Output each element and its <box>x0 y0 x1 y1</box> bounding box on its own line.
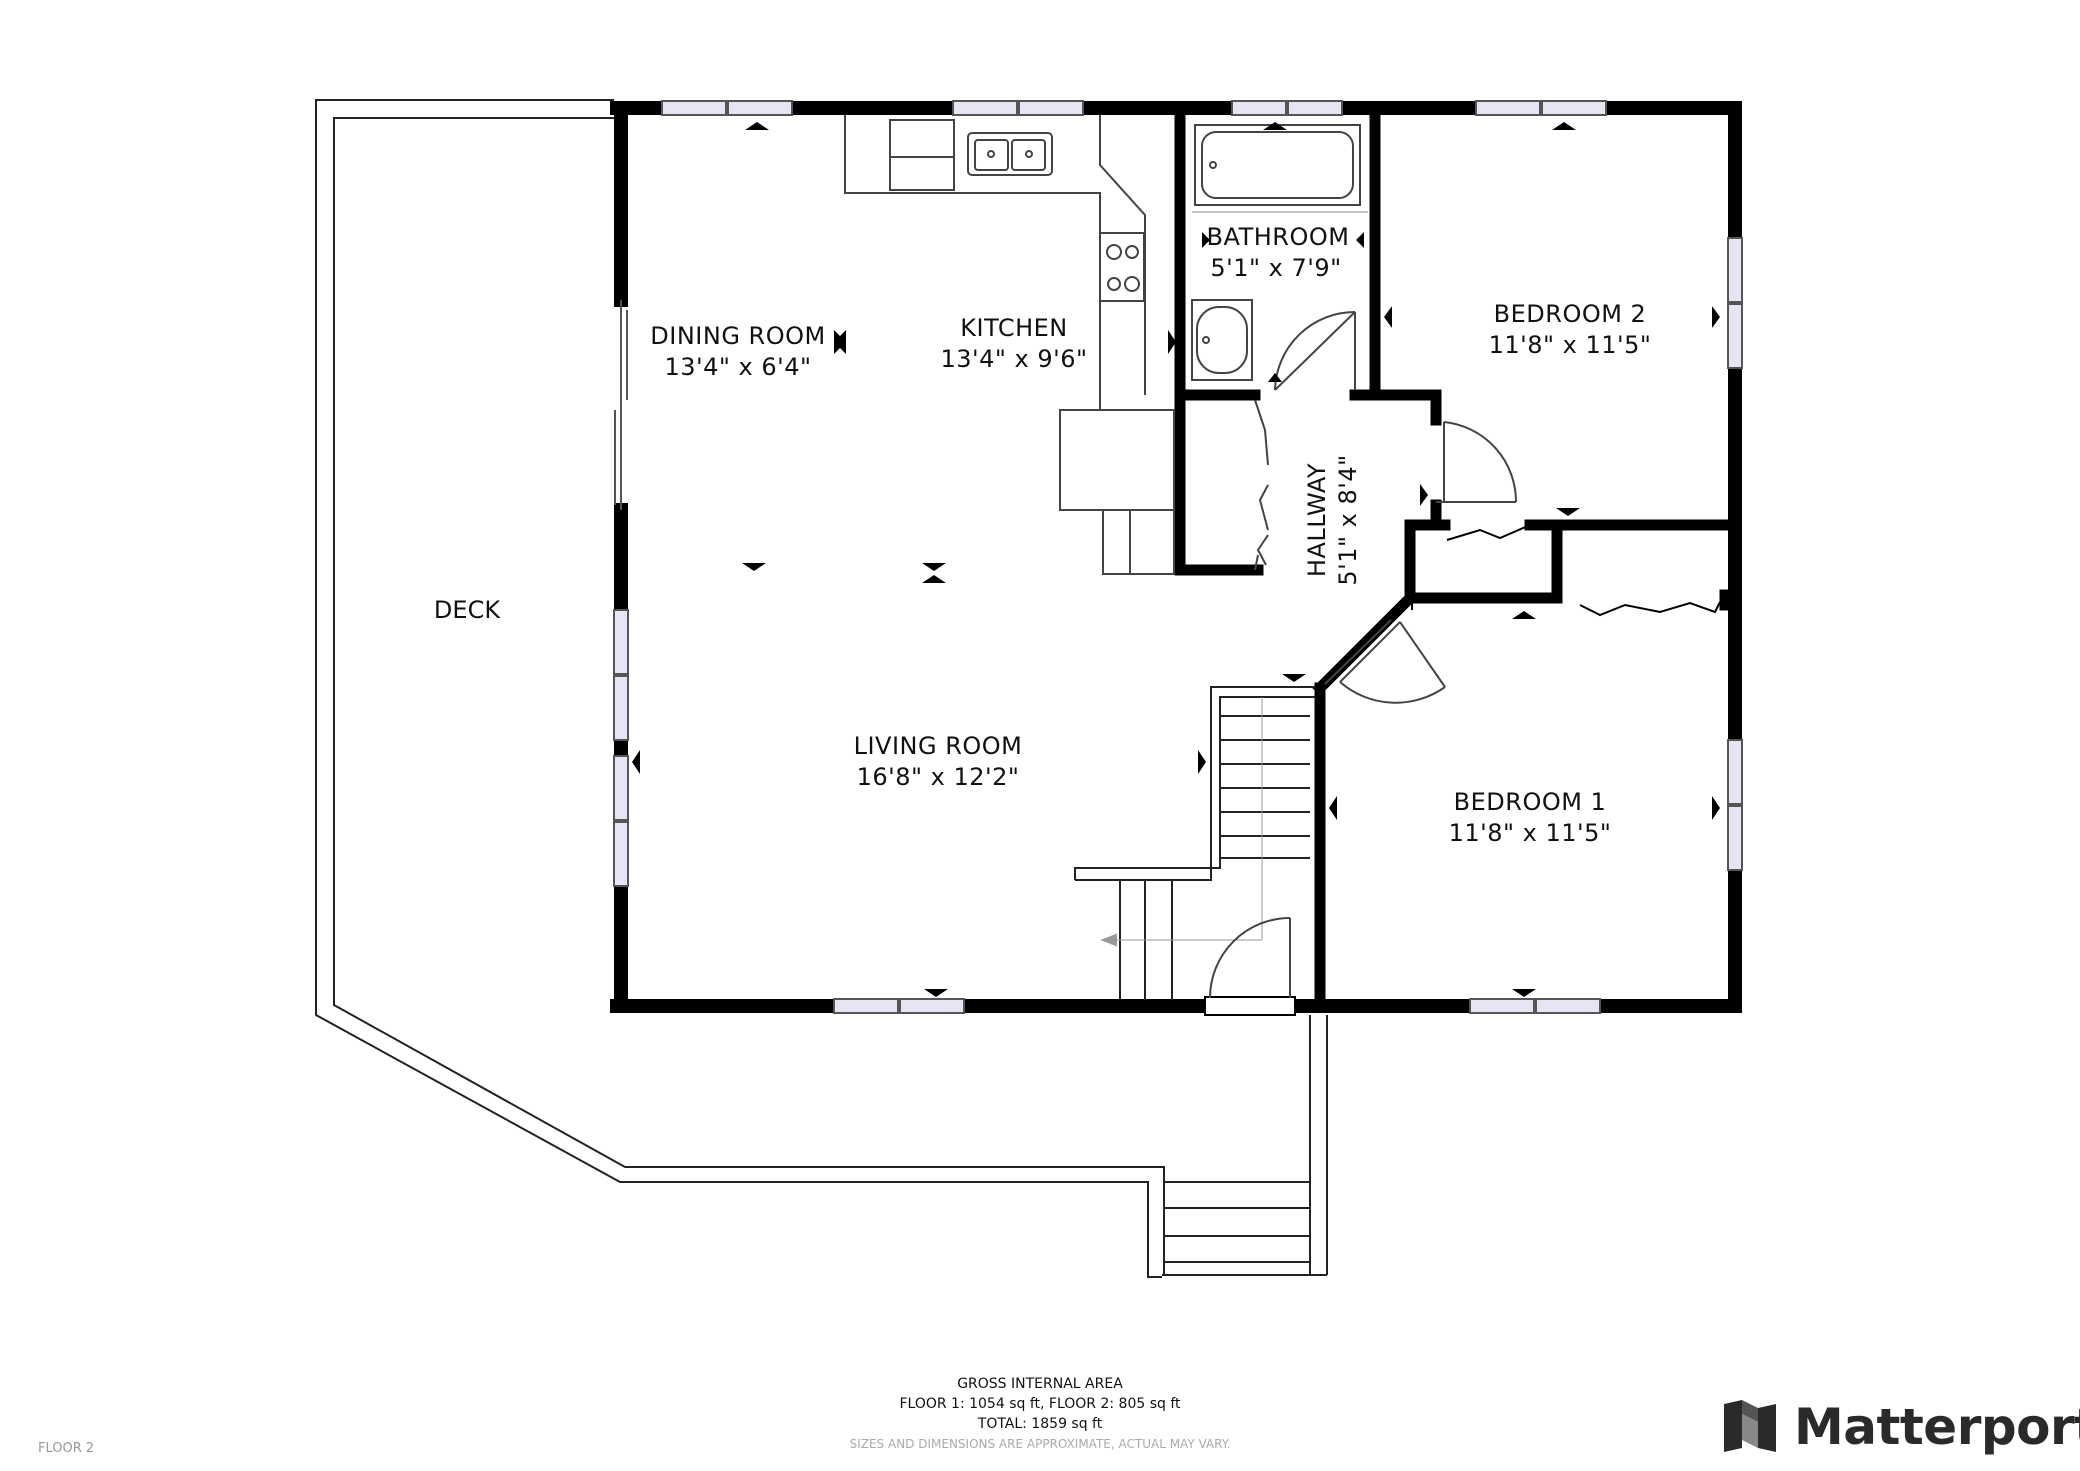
stove-icon <box>1099 232 1145 302</box>
floor-tag: FLOOR 2 <box>38 1441 95 1456</box>
vanity-icon <box>1191 299 1253 381</box>
living-room-dims: 16'8" x 12'2" <box>857 763 1020 791</box>
hall-closet-doors <box>1254 399 1269 571</box>
closet-partition <box>1411 524 1721 617</box>
kitchen-dims: 13'4" x 9'6" <box>940 345 1087 373</box>
windows <box>613 100 1743 1014</box>
dining-room-label: DINING ROOM <box>650 322 825 350</box>
interior-stairs <box>1074 686 1315 1000</box>
dining-room-dims: 13'4" x 6'4" <box>664 353 811 381</box>
bathroom-dims: 5'1" x 7'9" <box>1210 254 1341 282</box>
bedroom-2-label: BEDROOM 2 <box>1494 300 1647 328</box>
hallway-label-group: HALLWAY 5'1" x 8'4" <box>1303 454 1362 585</box>
kitchen-label: KITCHEN <box>960 314 1068 342</box>
matterport-logo-icon <box>1724 1400 1776 1452</box>
deck-stairs <box>1162 1015 1328 1276</box>
area-summary: GROSS INTERNAL AREA FLOOR 1: 1054 sq ft,… <box>0 1374 2080 1454</box>
living-room-label: LIVING ROOM <box>854 732 1023 760</box>
area-disclaimer: SIZES AND DIMENSIONS ARE APPROXIMATE, AC… <box>849 1437 1231 1451</box>
bathroom-door-swing <box>1274 311 1356 391</box>
hallway-dims: 5'1" x 8'4" <box>1334 454 1362 585</box>
hallway-label: HALLWAY <box>1303 463 1331 577</box>
area-total: TOTAL: 1859 sq ft <box>977 1416 1103 1432</box>
sliding-door <box>614 300 628 510</box>
deck-outline <box>315 99 1165 1278</box>
bathtub-icon <box>1194 124 1361 206</box>
bedroom2-door-swing <box>1436 421 1518 503</box>
bedroom-2-dims: 11'8" x 11'5" <box>1489 331 1652 359</box>
bedroom-1-dims: 11'8" x 11'5" <box>1449 819 1612 847</box>
bathroom-label: BATHROOM <box>1207 223 1350 251</box>
interior-walls <box>1174 102 1741 1012</box>
viewpoint-markers <box>632 122 1720 997</box>
entry-door-gap <box>1204 996 1296 1016</box>
bedroom-1-label: BEDROOM 1 <box>1454 788 1607 816</box>
brand-logo: Matterport <box>1720 1395 2080 1459</box>
brand-name: Matterport <box>1794 1398 2080 1456</box>
bedroom1-door-swing <box>1324 619 1446 704</box>
area-floors: FLOOR 1: 1054 sq ft, FLOOR 2: 805 sq ft <box>899 1396 1181 1412</box>
area-title: GROSS INTERNAL AREA <box>957 1376 1123 1392</box>
entry-door-swing <box>1209 917 1291 999</box>
sink-icon <box>967 132 1053 176</box>
deck-label: DECK <box>434 596 501 624</box>
